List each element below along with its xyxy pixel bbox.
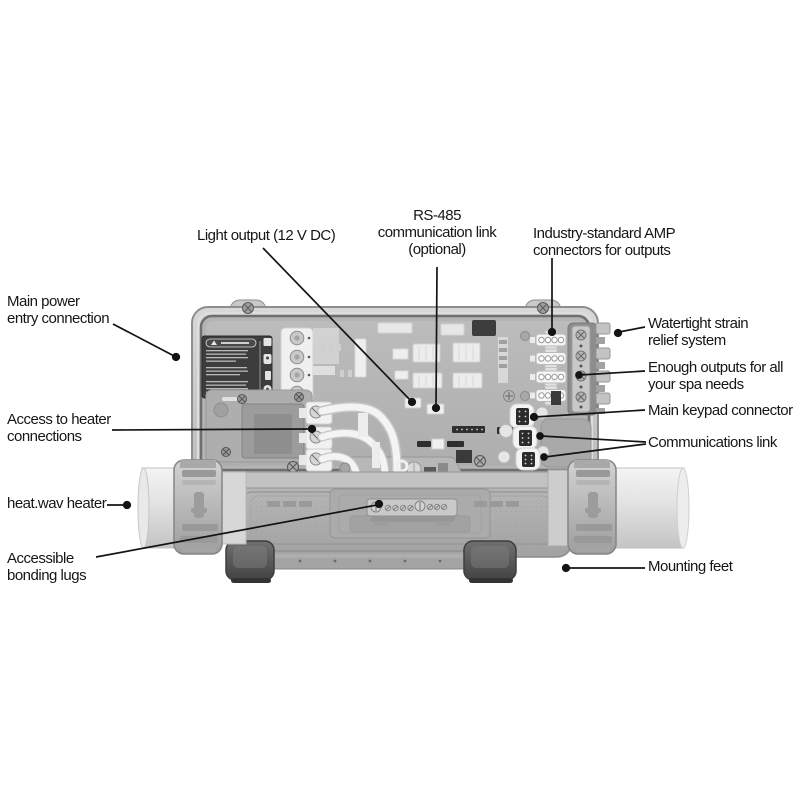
- amp-connector: [530, 367, 567, 387]
- strain-relief-bar: [567, 322, 598, 416]
- callout-main-power: Main power entry connection: [7, 293, 110, 327]
- control-enclosure: [191, 299, 611, 483]
- callout-rs485: RS-485 communication link (optional): [377, 207, 497, 258]
- keypad-connector: [509, 403, 535, 429]
- heater-housing: [223, 471, 577, 558]
- transformer-plate: [205, 389, 313, 463]
- circuit-board: [201, 320, 611, 483]
- callout-watertight-strain: Watertight strain relief system: [648, 315, 749, 349]
- heater-pipe-right: [547, 467, 690, 549]
- callout-communications: Communications link: [648, 434, 777, 451]
- comm-connector: [515, 447, 541, 471]
- union-nut-right: [567, 459, 617, 555]
- amp-connector: [530, 330, 567, 350]
- callout-light-output: Light output (12 V DC): [197, 227, 336, 244]
- keypad-comm-connectors: [497, 391, 592, 471]
- union-nut-left: [173, 459, 223, 555]
- warning-label: [201, 335, 273, 399]
- callout-enough-outputs: Enough outputs for all your spa needs: [648, 359, 783, 393]
- leader-lines: [95, 247, 647, 573]
- callout-heater: heat.wav heater: [7, 495, 107, 512]
- callout-bonding-lugs: Accessible bonding lugs: [7, 550, 87, 584]
- callout-mounting-feet: Mounting feet: [648, 558, 733, 575]
- bonding-lugs-strip: [366, 498, 458, 526]
- callout-main-keypad: Main keypad connector: [648, 402, 793, 419]
- callout-amp-connectors: Industry-standard AMP connectors for out…: [533, 225, 676, 259]
- vent-dashes: [267, 501, 519, 507]
- callout-heater-access: Access to heater connections: [7, 411, 111, 445]
- amp-output-connectors: [503, 330, 574, 406]
- mounting-rail: [265, 550, 473, 570]
- warning-triangle-icon: [211, 340, 217, 345]
- relays: [313, 320, 508, 468]
- mounting-foot-right: [463, 540, 517, 583]
- heater-assembly: [137, 459, 690, 583]
- mounting-foot-left: [225, 540, 275, 583]
- comm-connector: [512, 425, 538, 450]
- lid-screw: [242, 302, 549, 314]
